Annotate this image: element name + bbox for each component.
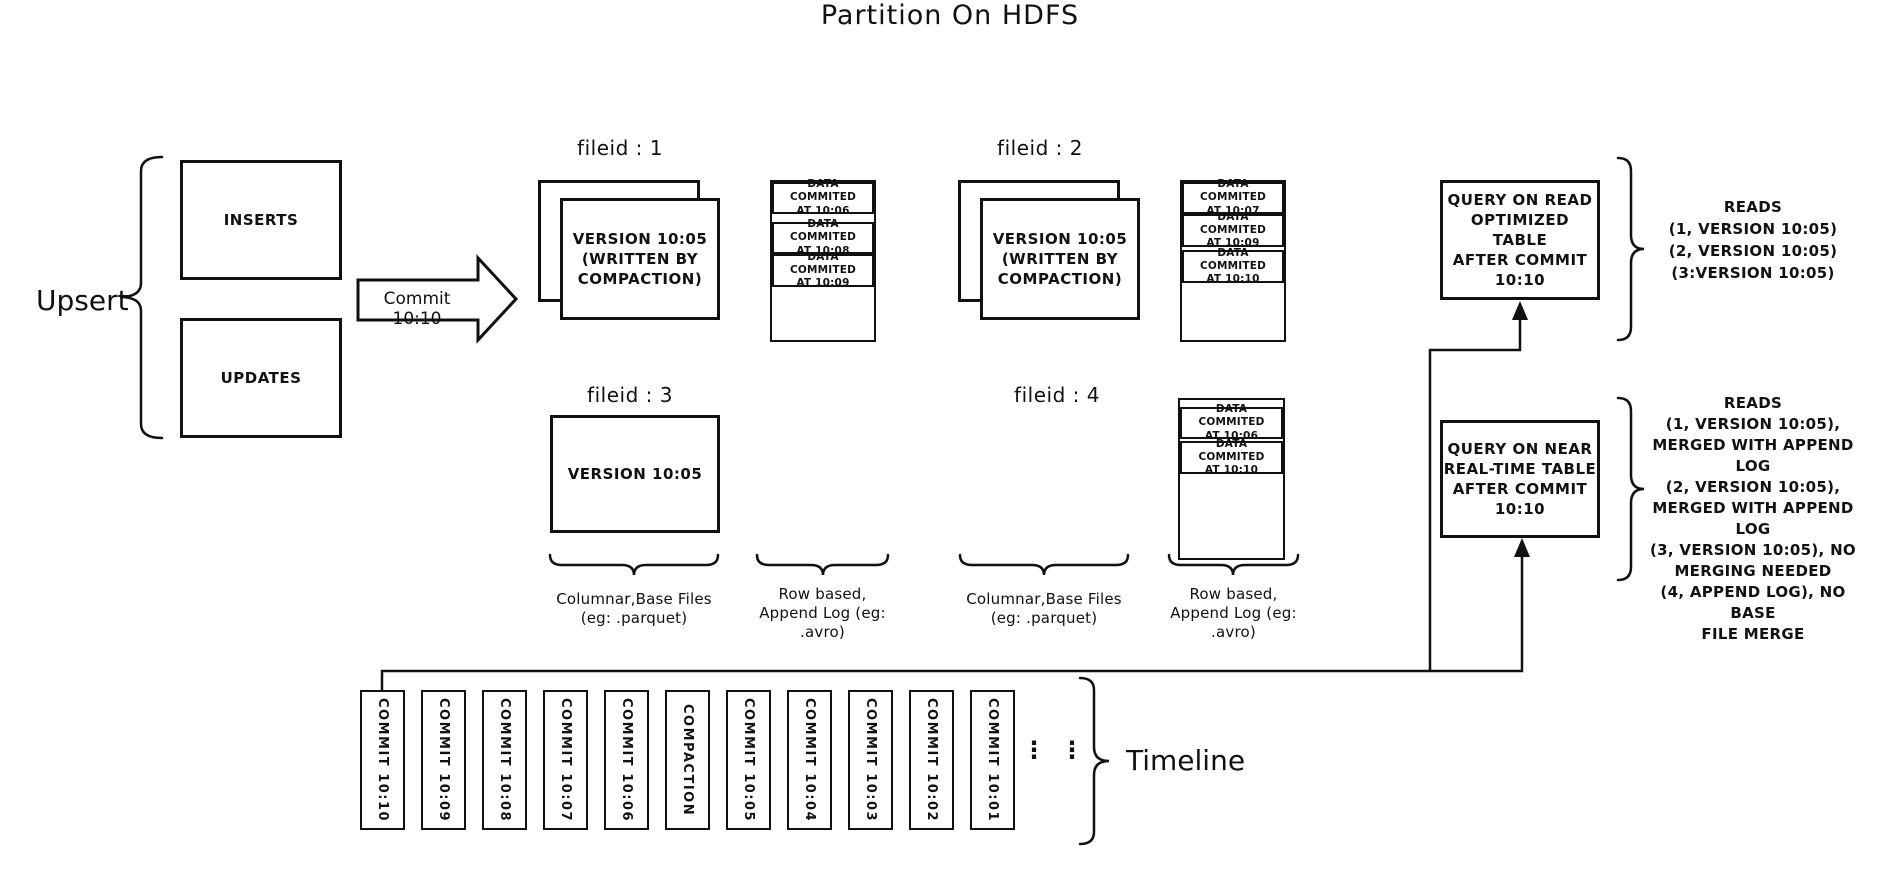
columnar-files-brace: [958, 553, 1130, 576]
columnar-files-label: Columnar,Base Files (eg: .parquet): [556, 590, 712, 627]
fileid-4-label: fileid : 4: [1014, 383, 1100, 407]
fileid-2-label: fileid : 2: [997, 136, 1083, 160]
timeline-entry: COMMIT 10:06: [619, 697, 634, 823]
log-segment: DATA COMMITED AT 10:06: [1180, 403, 1283, 442]
fileid-2-base: VERSION 10:05 (WRITTEN BY COMPACTION): [980, 198, 1140, 320]
query-near-realtime-box: QUERY ON NEAR REAL-TIME TABLE AFTER COMM…: [1440, 420, 1600, 538]
fileid-4-log-column: DATA COMMITED AT 10:06 DATA COMMITED AT …: [1178, 398, 1285, 560]
reads-brace: [1616, 156, 1645, 342]
timeline-entry: COMMIT 10:10: [375, 697, 390, 823]
append-log-label: Row based, Append Log (eg: .avro): [759, 585, 886, 641]
upsert-label: Upsert: [36, 284, 129, 317]
timeline-commit-box: COMMIT 10:02: [909, 690, 954, 830]
timeline-commit-box: COMMIT 10:07: [543, 690, 588, 830]
arrowhead-up-icon: [1514, 538, 1530, 557]
timeline-commit-box: COMMIT 10:03: [848, 690, 893, 830]
fileid-3-base: VERSION 10:05: [550, 415, 720, 533]
append-log-brace: [1167, 553, 1300, 576]
timeline-entry: COMMIT 10:03: [863, 697, 878, 823]
timeline-commit-box: COMMIT 10:05: [726, 690, 771, 830]
updates-box: UPDATES: [180, 318, 342, 438]
commit-arrow: [356, 254, 519, 344]
log-spacer: [1182, 247, 1284, 250]
reads-brace: [1616, 396, 1645, 582]
fileid-1-label: fileid : 1: [577, 136, 663, 160]
upsert-brace: [119, 155, 164, 440]
timeline-entry: COMPACTION: [680, 703, 695, 817]
arrowhead-up-icon: [1512, 301, 1528, 320]
columnar-files-label: Columnar,Base Files (eg: .parquet): [966, 590, 1122, 627]
commit-arrow-label: Commit 10:10: [383, 289, 451, 329]
timeline-entry: COMMIT 10:02: [924, 697, 939, 823]
timeline-commit-box: COMMIT 10:10: [360, 690, 405, 830]
timeline-label: Timeline: [1126, 744, 1246, 777]
near-realtime-reads-text: READS (1, VERSION 10:05), MERGED WITH AP…: [1650, 394, 1856, 643]
inserts-box: INSERTS: [180, 160, 342, 280]
columnar-files-brace: [548, 553, 720, 576]
log-segment: DATA COMMITED AT 10:09: [1182, 211, 1284, 249]
fileid-2-log-column: DATA COMMITED AT 10:07 DATA COMMITED AT …: [1180, 178, 1286, 342]
timeline-entry: COMMIT 10:09: [436, 697, 451, 823]
log-segment: DATA COMMITED AT 10:08: [772, 218, 874, 257]
read-optimized-reads-text: READS (1, VERSION 10:05) (2, VERSION 10:…: [1668, 198, 1838, 282]
log-spacer: [772, 214, 874, 222]
timeline-entry: COMMIT 10:05: [741, 697, 756, 823]
log-segment: DATA COMMITED AT 10:06: [772, 178, 874, 217]
fileid-3-label: fileid : 3: [587, 383, 673, 407]
log-segment: DATA COMMITED AT 10:10: [1180, 438, 1283, 476]
timeline-commit-box: COMMIT 10:09: [421, 690, 466, 830]
timeline-commit-box: COMMIT 10:08: [482, 690, 527, 830]
timeline-ellipsis-icon: ⋮: [1060, 736, 1084, 764]
timeline-brace: [1078, 676, 1110, 846]
timeline-commit-box: COMMIT 10:06: [604, 690, 649, 830]
log-spacer: [1180, 400, 1283, 407]
timeline-entry: COMMIT 10:07: [558, 697, 573, 823]
timeline-entry: COMMIT 10:01: [985, 697, 1000, 823]
timeline-entry: COMMIT 10:04: [802, 697, 817, 823]
page-title: Partition On HDFS: [820, 0, 1080, 31]
timeline-commit-box: COMMIT 10:04: [787, 690, 832, 830]
log-segment: DATA COMMITED AT 10:09: [772, 251, 874, 289]
timeline-commit-box: COMMIT 10:01: [970, 690, 1015, 830]
fileid-1-log-column: DATA COMMITED AT 10:06 DATA COMMITED AT …: [770, 178, 876, 342]
timeline-compaction-box: COMPACTION: [665, 690, 710, 830]
fileid-1-base: VERSION 10:05 (WRITTEN BY COMPACTION): [560, 198, 720, 320]
log-segment: DATA COMMITED AT 10:07: [1182, 178, 1284, 217]
append-log-label: Row based, Append Log (eg: .avro): [1170, 585, 1297, 641]
log-segment: DATA COMMITED AT 10:10: [1182, 247, 1284, 285]
query-read-optimized-box: QUERY ON READ OPTIMIZED TABLE AFTER COMM…: [1440, 180, 1600, 300]
timeline-ellipsis-icon: ⋮: [1022, 736, 1046, 764]
timeline-entry: COMMIT 10:08: [497, 697, 512, 823]
append-log-brace: [755, 553, 890, 576]
log-spacer: [1180, 439, 1283, 441]
